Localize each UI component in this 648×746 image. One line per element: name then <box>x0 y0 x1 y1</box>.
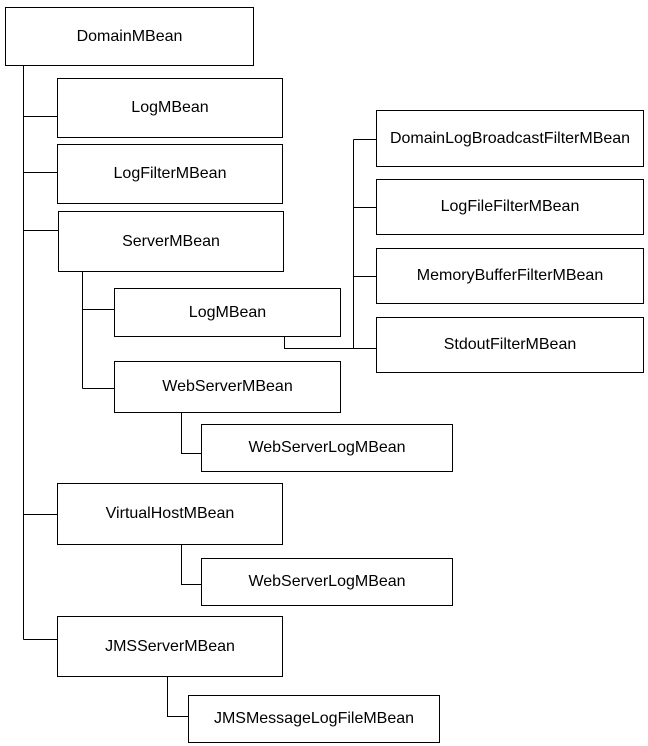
node-server-logmbean: LogMBean <box>114 288 341 337</box>
edge-jmsserver-jmslog <box>167 677 188 717</box>
node-domainlogbroadcastfiltermbean: DomainLogBroadcastFilterMBean <box>376 110 644 167</box>
edge-webserver-webserverlog <box>181 413 201 454</box>
node-memorybufferfiltermbean: MemoryBufferFilterMBean <box>376 248 644 304</box>
node-jmsmessagelogfilembean: JMSMessageLogFileMBean <box>188 695 440 743</box>
node-logmbean: LogMBean <box>57 78 283 138</box>
node-logfilefiltermbean: LogFileFilterMBean <box>376 179 644 235</box>
node-stdoutfiltermbean: StdoutFilterMBean <box>376 317 644 373</box>
edge-virtualhost-webserverlog <box>181 545 201 585</box>
node-jmsservermbean: JMSServerMBean <box>57 616 283 677</box>
node-logfiltermbean: LogFilterMBean <box>57 144 283 204</box>
node-virtualhostmbean: VirtualHostMBean <box>57 483 283 545</box>
node-webservermbean: WebServerMBean <box>114 361 341 413</box>
edge-serverlog-stdoutfilter <box>284 337 376 349</box>
node-servermbean: ServerMBean <box>58 211 284 272</box>
node-virtualhost-webserverlogmbean: WebServerLogMBean <box>201 558 453 606</box>
node-domainmbean: DomainMBean <box>5 7 254 66</box>
node-webserverlogmbean: WebServerLogMBean <box>201 424 453 472</box>
